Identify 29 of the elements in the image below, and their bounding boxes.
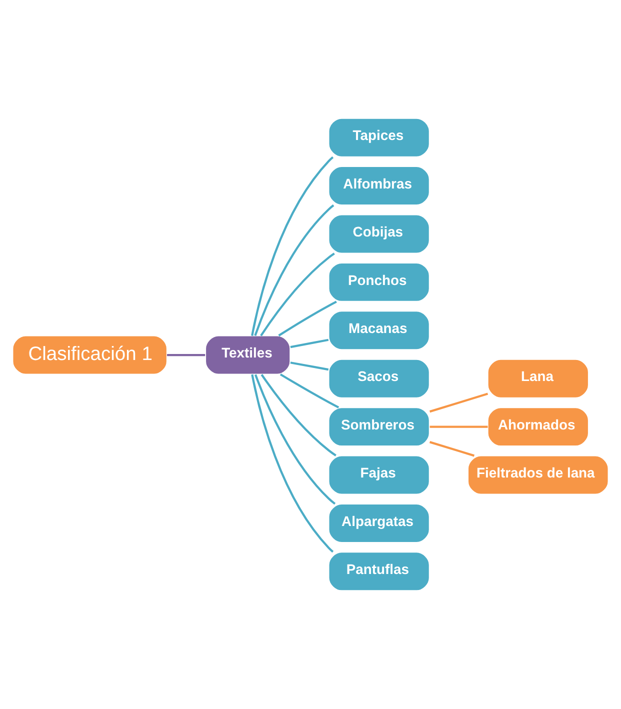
node-box: Alpargatas xyxy=(328,503,430,544)
node-box: Tapices xyxy=(328,118,430,158)
connector xyxy=(167,354,206,356)
connector xyxy=(430,426,488,428)
node-box: Sombreros xyxy=(328,407,430,447)
node-box: Cobijas xyxy=(328,214,430,254)
node-box: Lana xyxy=(487,358,590,398)
node-box: Sacos xyxy=(328,358,430,398)
connector xyxy=(254,374,336,505)
connector xyxy=(280,373,340,408)
connector xyxy=(429,441,475,457)
connector xyxy=(260,252,335,336)
node-box: Macanas xyxy=(328,310,430,350)
node-box: Alfombras xyxy=(328,166,430,206)
node-box: Ahormados xyxy=(487,407,590,447)
connector xyxy=(251,374,334,553)
connector xyxy=(429,392,488,413)
node-box: Textiles xyxy=(204,335,291,375)
node-box: Fajas xyxy=(328,455,430,495)
node-box: Fieltrados de lana xyxy=(467,455,609,495)
node-box: Ponchos xyxy=(328,262,430,302)
connector xyxy=(254,204,334,336)
node-box: Clasificación 1 xyxy=(12,335,168,375)
connector xyxy=(251,156,334,336)
node-box: Pantuflas xyxy=(328,552,430,592)
connector xyxy=(260,374,336,456)
connector xyxy=(278,300,337,336)
connector xyxy=(290,362,329,371)
connector xyxy=(290,338,329,348)
